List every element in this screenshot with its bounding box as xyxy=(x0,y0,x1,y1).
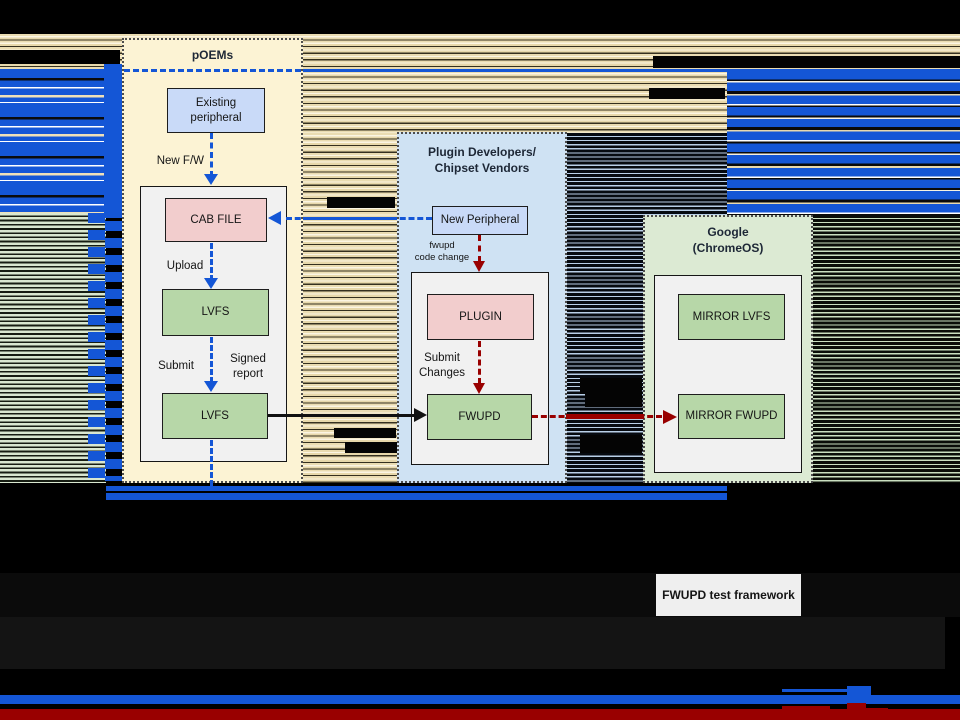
arrow-lvfs-tail-line xyxy=(210,440,213,486)
bottom-red-bar xyxy=(0,709,960,720)
label-upload: Upload xyxy=(166,260,204,272)
glitch-black-bar xyxy=(345,442,398,453)
glitch-black-bar xyxy=(580,378,642,394)
blue-dashed-line-segment xyxy=(124,69,301,72)
glitch-dark-band-1 xyxy=(0,573,960,617)
arrow-code-change-line xyxy=(478,235,481,262)
glitch-zone-navy-upper xyxy=(567,133,727,215)
bottom-blue-bar xyxy=(0,695,960,704)
arrow-code-change-head xyxy=(473,261,485,272)
glitch-red-thin-line xyxy=(782,706,830,709)
label-submit: Submit xyxy=(158,360,194,372)
arrow-upload-line xyxy=(210,243,213,281)
glitch-blue-thin-line xyxy=(782,689,847,692)
node-cab-file: CAB FILE xyxy=(165,198,267,242)
glitch-dash-column-a xyxy=(88,213,105,481)
label-fwupd-code-change: fwupd code change xyxy=(414,240,470,264)
glitch-zone-right-blue xyxy=(727,71,960,215)
node-existing-peripheral: Existing peripheral xyxy=(167,88,265,133)
glitch-black-bar xyxy=(334,428,396,438)
glitch-bar-topright-black xyxy=(653,56,960,68)
glitch-band-topleft-black xyxy=(0,50,120,64)
arrow-existing-to-cab-line xyxy=(210,133,213,177)
node-fwupd: FWUPD xyxy=(427,394,532,440)
group-google-title: Google (ChromeOS) xyxy=(692,225,764,255)
blue-horizontal-line xyxy=(0,69,960,72)
arrow-lvfs-to-fwupd-head xyxy=(414,408,427,422)
glitch-column-solid-blue xyxy=(104,64,122,213)
glitch-black-bar xyxy=(585,392,642,407)
glitch-blue-bar-1 xyxy=(106,486,727,491)
glitch-zone-right-darkgreen xyxy=(813,215,960,483)
arrow-submit-changes-line xyxy=(478,341,481,384)
arrow-fwupd-to-mirror-head xyxy=(663,410,677,424)
node-mirror-fwupd: MIRROR FWUPD xyxy=(678,394,785,439)
glitch-black-bar xyxy=(580,435,642,453)
glitch-zone-left-blue xyxy=(0,71,122,213)
label-submit-changes: Submit Changes xyxy=(418,352,466,379)
label-signed-report: Signed report xyxy=(230,353,266,380)
node-mirror-lvfs: MIRROR LVFS xyxy=(678,294,785,340)
arrow-submit-changes-head xyxy=(473,383,485,394)
group-plugin-vendors-title: Plugin Developers/ Chipset Vendors xyxy=(427,145,537,175)
glitch-dark-band-2 xyxy=(0,617,945,669)
group-poems-title: pOEMs xyxy=(191,48,234,62)
arrow-existing-to-cab-head xyxy=(204,174,218,185)
arrow-submit-head xyxy=(204,381,218,392)
arrow-submit-line xyxy=(210,337,213,383)
label-new-fw: New F/W xyxy=(156,155,204,167)
node-new-peripheral: New Peripheral xyxy=(432,206,528,235)
glitch-red-square xyxy=(847,703,866,712)
arrow-newperipheral-to-cab-head xyxy=(268,211,281,225)
arrow-fwupd-to-mirror-solid xyxy=(566,414,644,419)
glitch-zone-mid-tan-column xyxy=(303,133,397,483)
arrow-upload-head xyxy=(204,278,218,289)
arrow-newperipheral-to-cab-solid xyxy=(303,217,397,220)
node-lvfs-upper: LVFS xyxy=(162,289,269,336)
node-lvfs-lower: LVFS xyxy=(162,393,268,439)
glitch-zone-mid-tan-top xyxy=(303,71,727,133)
arrow-lvfs-to-fwupd-line xyxy=(268,414,417,417)
glitch-black-bar xyxy=(649,88,725,99)
node-test-framework: FWUPD test framework xyxy=(656,574,801,616)
glitch-black-bar xyxy=(327,197,395,208)
node-plugin: PLUGIN xyxy=(427,294,534,340)
glitch-dash-column-b xyxy=(105,213,122,481)
glitch-blue-bar-2 xyxy=(106,493,727,500)
